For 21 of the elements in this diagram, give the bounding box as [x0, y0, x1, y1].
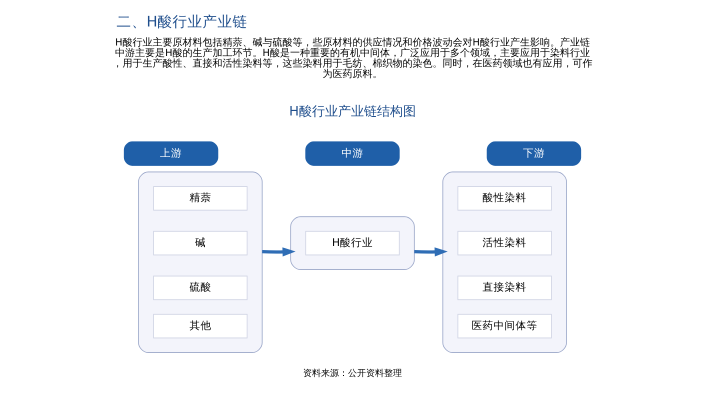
node-box: 下游 [486, 141, 582, 166]
cluster [138, 172, 263, 353]
node-box: H酸行业 [305, 230, 400, 256]
node-box: 上游 [124, 141, 218, 166]
caption: 资料来源：公开资料整理 [303, 368, 402, 379]
arrow [414, 247, 448, 256]
label: H酸行业主要原材料包括精萘、碱与硫酸等，些原材料的供应情况和价格波动会对H酸行业产生影响。产业链中游主要是H酸的生产加工环节。H酸是一种重要的有机中间体，广泛应用于多个领域，主要应用于染料行业，用于生产酸性、直接和活性染料等，这些染料用于毛纺、棉织物的染色。同时，在医药领域也有应用，可作为医药原料。 [112, 37, 592, 80]
node-box: 直接染料 [457, 276, 552, 300]
node-box: 中游 [305, 141, 400, 166]
node-box: 精萘 [153, 186, 248, 211]
arrow [262, 247, 296, 256]
node-box: 医药中间体等 [457, 314, 552, 338]
cluster [442, 172, 567, 353]
label: H酸行业产业链结构图 [289, 104, 416, 120]
node-box: 酸性染料 [457, 186, 552, 211]
node-box: 其他 [153, 314, 248, 338]
node-box: 碱 [153, 230, 248, 256]
cluster [290, 216, 415, 270]
node-box: 活性染料 [457, 230, 552, 256]
diagram-title: 二、H酸行业产业链 [116, 14, 248, 31]
node-box: 硫酸 [153, 276, 248, 300]
